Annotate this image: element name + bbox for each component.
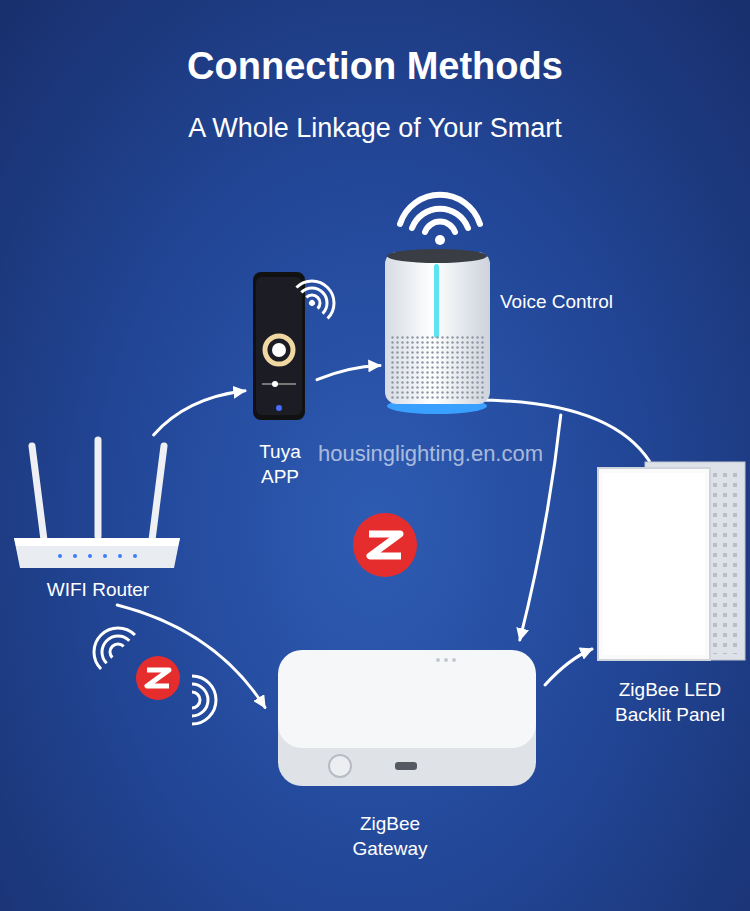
wifi-signal bbox=[192, 676, 216, 724]
wifi-signal bbox=[306, 292, 323, 309]
smart-speaker bbox=[390, 336, 485, 400]
led-panel bbox=[598, 468, 710, 660]
wifi-router bbox=[88, 554, 92, 558]
phone-icon bbox=[272, 343, 286, 357]
wifi-router bbox=[32, 446, 44, 540]
device-label: ZigBee LED Backlit Panel bbox=[592, 678, 748, 727]
subtitle: A Whole Linkage of Your Smart bbox=[0, 112, 750, 144]
phone-icon bbox=[253, 272, 305, 420]
zigbee-gateway bbox=[444, 658, 448, 662]
device-node: ZigBee LED Backlit Panel bbox=[592, 460, 750, 730]
phone-icon bbox=[253, 272, 305, 420]
wifi-signal bbox=[84, 618, 135, 669]
led-panel bbox=[603, 473, 705, 655]
device-label: ZigBee Gateway bbox=[330, 812, 450, 861]
wifi-signal bbox=[107, 641, 124, 658]
wifi-signal bbox=[192, 692, 200, 708]
wifi-signal bbox=[192, 684, 208, 716]
device-label: Voice Control bbox=[500, 290, 640, 315]
wifi-signal bbox=[435, 235, 445, 245]
flow-arrow bbox=[545, 649, 592, 685]
wifi-signal bbox=[425, 222, 455, 232]
wifi-signal bbox=[192, 676, 216, 724]
wifi-signal bbox=[84, 618, 135, 669]
zigbee-logo bbox=[136, 656, 180, 700]
phone-icon bbox=[265, 336, 293, 364]
led-panel bbox=[598, 462, 745, 660]
wifi-router bbox=[58, 554, 62, 558]
zigbee-gateway bbox=[329, 755, 351, 777]
device-label: Tuya APP bbox=[245, 440, 315, 489]
wifi-router bbox=[95, 440, 102, 536]
phone-icon bbox=[256, 277, 302, 415]
zigbee-gateway bbox=[278, 650, 536, 748]
zigbee-logo bbox=[147, 670, 169, 686]
wifi-router bbox=[133, 554, 137, 558]
phone-icon bbox=[262, 383, 296, 385]
zigbee-gateway bbox=[452, 658, 456, 662]
device-node: WIFI Router bbox=[8, 435, 190, 605]
wifi-signal bbox=[412, 209, 468, 228]
zigbee-logo bbox=[136, 656, 180, 700]
wifi-router bbox=[152, 446, 164, 540]
smart-speaker bbox=[387, 249, 487, 263]
device-node: Tuya APP bbox=[245, 268, 317, 491]
wifi-router bbox=[73, 554, 77, 558]
wifi-signal bbox=[400, 195, 480, 224]
watermark: housinglighting.en.com bbox=[318, 441, 558, 467]
zigbee-logo bbox=[353, 513, 417, 577]
phone-icon bbox=[272, 381, 278, 387]
zigbee-gateway bbox=[278, 650, 536, 786]
smart-speaker bbox=[385, 252, 490, 404]
device-node: Voice Control bbox=[380, 190, 642, 415]
zigbee-gateway bbox=[436, 658, 440, 662]
diagram-title: Connection Methods bbox=[0, 44, 750, 90]
zigbee-logo bbox=[369, 534, 401, 556]
zigbee-logo bbox=[353, 513, 417, 577]
wifi-router bbox=[118, 554, 122, 558]
smart-speaker bbox=[434, 264, 439, 338]
wifi-router bbox=[103, 554, 107, 558]
phone-icon bbox=[276, 405, 282, 411]
wifi-router bbox=[14, 440, 180, 568]
zigbee-gateway bbox=[395, 762, 417, 770]
device-label: WIFI Router bbox=[8, 578, 188, 603]
wifi-signal bbox=[296, 272, 343, 319]
wifi-signal bbox=[400, 195, 480, 245]
smart-speaker bbox=[385, 249, 490, 414]
device-node: ZigBee Gateway bbox=[265, 640, 545, 865]
flow-arrow bbox=[317, 366, 380, 380]
wifi-signal bbox=[308, 299, 316, 307]
wifi-router bbox=[14, 538, 180, 568]
flow-arrow bbox=[117, 605, 265, 708]
wifi-signal bbox=[294, 272, 343, 321]
wifi-router bbox=[14, 538, 180, 546]
flow-arrow bbox=[154, 391, 245, 435]
